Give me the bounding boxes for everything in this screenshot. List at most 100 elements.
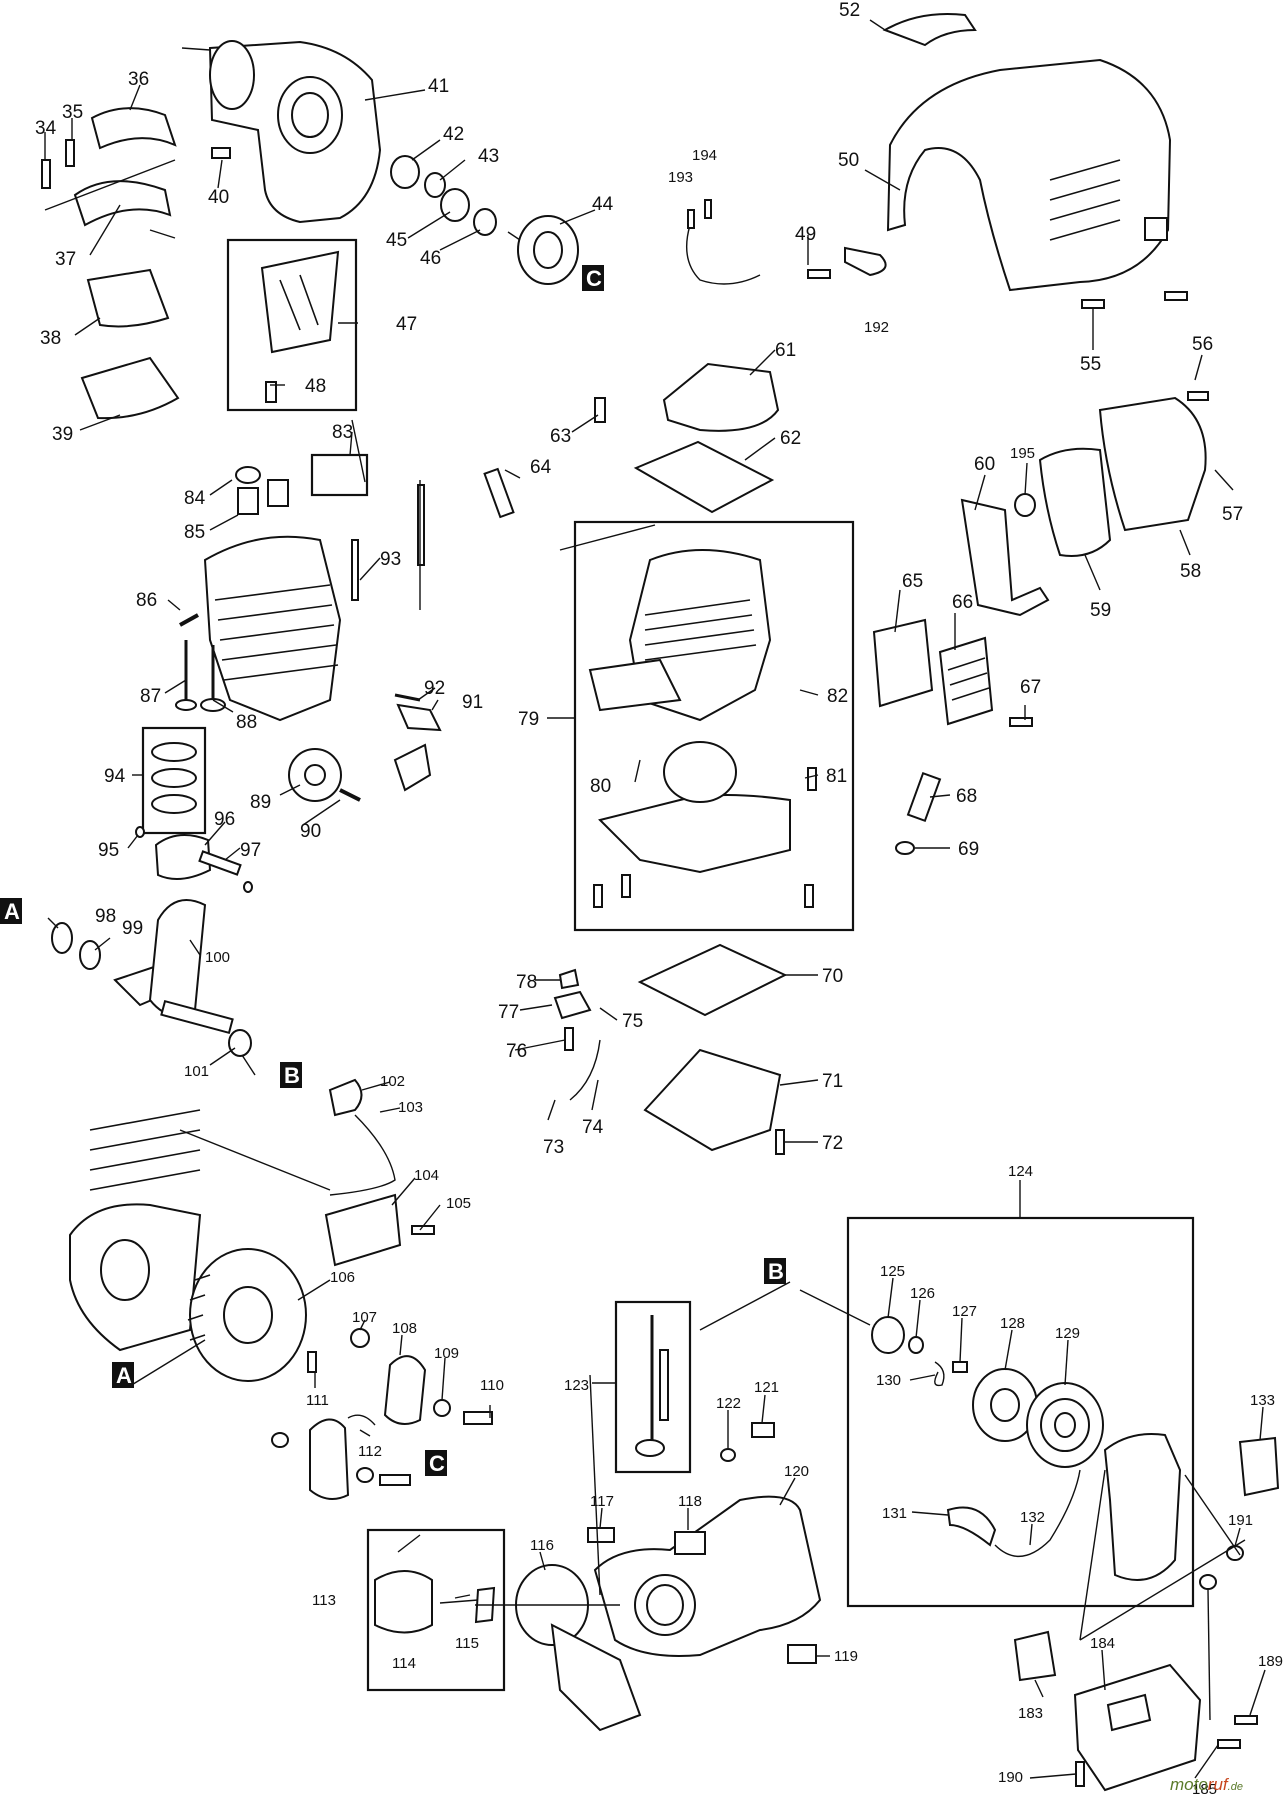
clamp-37	[73, 180, 172, 227]
callout-185: 185	[1192, 1781, 1217, 1798]
callout-79: 79	[518, 709, 539, 730]
callout-84: 84	[184, 488, 206, 509]
callout-125: 125	[880, 1263, 905, 1280]
spark-plug-64	[483, 467, 515, 519]
callout-127: 127	[952, 1303, 977, 1320]
callout-131: 131	[882, 1505, 907, 1522]
label-183	[1013, 1630, 1057, 1682]
callout-100: 100	[205, 949, 230, 966]
insulator-47	[260, 250, 340, 354]
group-frame-94	[141, 726, 207, 835]
callout-98: 98	[95, 906, 116, 927]
callout-37: 37	[55, 249, 76, 270]
callout-105: 105	[446, 1195, 471, 1212]
callout-122: 122	[716, 1395, 741, 1412]
callout-121: 121	[754, 1379, 779, 1396]
callout-194: 194	[692, 147, 717, 164]
clamp-36	[90, 107, 177, 150]
rope-132	[994, 1469, 1081, 1558]
callout-52: 52	[839, 0, 860, 21]
fuel-cap-114	[374, 1570, 433, 1634]
callout-47: 47	[396, 314, 417, 335]
callout-58: 58	[1180, 561, 1201, 582]
callout-95: 95	[98, 840, 119, 861]
grommet-118	[674, 1531, 706, 1555]
tag-marker-C-bottom: C	[425, 1450, 447, 1476]
callout-191: 191	[1228, 1512, 1253, 1529]
gasket-62	[633, 440, 775, 514]
tag-marker-A-top: A	[0, 898, 22, 924]
gasket-65	[872, 618, 934, 708]
callout-183: 183	[1018, 1705, 1043, 1722]
engine-block-79	[588, 549, 791, 874]
muffler-59	[1038, 447, 1112, 557]
ignition-coil-104	[324, 1193, 402, 1267]
washer-69	[895, 841, 915, 855]
callout-94: 94	[104, 766, 126, 787]
callout-38: 38	[40, 328, 61, 349]
callout-74: 74	[582, 1117, 604, 1138]
callout-97: 97	[240, 840, 261, 861]
washer-107	[350, 1328, 370, 1348]
flywheel-106	[187, 1248, 307, 1382]
tag-116	[550, 1623, 642, 1732]
callout-45: 45	[386, 230, 407, 251]
clutch-shoe-108	[383, 1355, 427, 1425]
seal-98	[51, 922, 73, 954]
pin-92	[394, 693, 421, 702]
label-133	[1238, 1436, 1280, 1497]
wire-193-194	[686, 224, 761, 285]
callout-89: 89	[250, 792, 271, 813]
callout-132: 132	[1020, 1509, 1045, 1526]
callout-107: 107	[352, 1309, 377, 1326]
callout-106: 106	[330, 1269, 355, 1286]
group-frame-113	[366, 1528, 506, 1692]
callout-96: 96	[214, 809, 235, 830]
callout-102: 102	[380, 1073, 405, 1090]
tag-marker-B-crank: B	[280, 1062, 302, 1088]
grommet-117	[587, 1527, 615, 1543]
rocker-91	[396, 703, 442, 732]
callout-44: 44	[592, 194, 614, 215]
watermark-part1: moto	[1170, 1775, 1208, 1794]
callout-133: 133	[1250, 1392, 1275, 1409]
callout-112: 112	[358, 1443, 382, 1460]
strap-115	[439, 1599, 479, 1604]
ring-122	[720, 1448, 736, 1462]
callout-115: 115	[455, 1635, 479, 1652]
callout-120: 120	[784, 1463, 809, 1480]
boot-102	[328, 1078, 363, 1117]
bearing-42	[390, 155, 420, 189]
group-frame-123	[614, 1300, 692, 1474]
callout-78: 78	[516, 972, 537, 993]
callout-68: 68	[956, 786, 977, 807]
gasket-plate-60	[960, 498, 1050, 617]
washer-109	[433, 1399, 451, 1417]
callout-61: 61	[775, 340, 796, 361]
callout-42: 42	[443, 124, 464, 145]
cam-gear-89	[288, 748, 342, 802]
callout-46: 46	[420, 248, 441, 269]
callout-80: 80	[590, 776, 611, 797]
svg-text:motoruf.de: motoruf.de	[1170, 1775, 1243, 1794]
callout-75: 75	[622, 1011, 643, 1032]
callout-35: 35	[62, 102, 83, 123]
callout-88: 88	[236, 712, 257, 733]
callout-92: 92	[424, 678, 445, 699]
clamp-38	[86, 268, 170, 328]
svg-text:B: B	[284, 1063, 300, 1088]
callout-41: 41	[428, 76, 449, 97]
vent-121	[751, 1422, 775, 1438]
callout-110: 110	[480, 1377, 504, 1394]
clutch-drum-44	[507, 215, 579, 285]
tag-marker-B-starter: B	[764, 1258, 786, 1284]
callout-77: 77	[498, 1002, 519, 1023]
callout-113: 113	[312, 1592, 336, 1609]
screw-126	[908, 1336, 924, 1354]
callout-76: 76	[506, 1041, 527, 1062]
callout-128: 128	[1000, 1315, 1025, 1332]
callout-124: 124	[1008, 1163, 1033, 1180]
motoruf-watermark: motoruf.de	[1170, 1775, 1243, 1794]
spring-112	[347, 1414, 376, 1426]
